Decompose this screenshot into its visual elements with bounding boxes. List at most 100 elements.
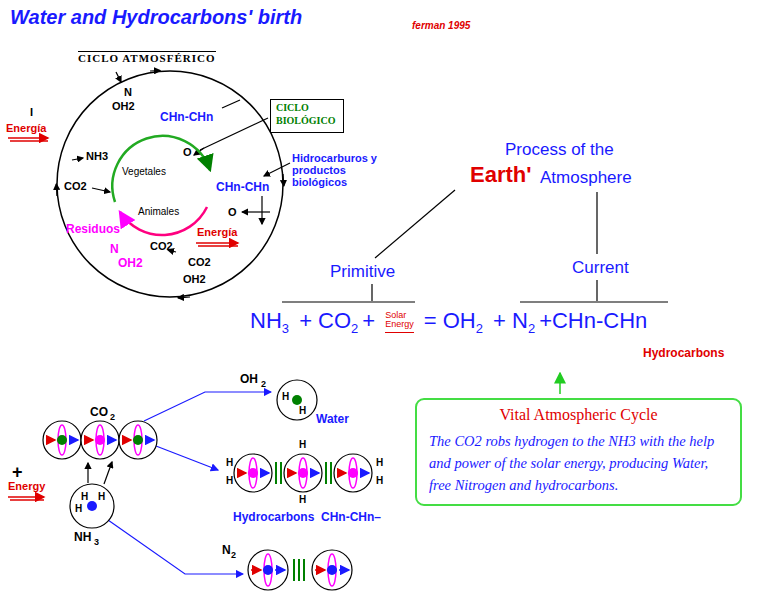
- label: ferman 1995: [412, 20, 470, 31]
- atom-circle: [119, 421, 157, 459]
- label: NH: [74, 530, 91, 544]
- equation-term: + N: [487, 308, 528, 333]
- molecule-part: [145, 439, 154, 441]
- molecule-part: [84, 439, 93, 441]
- atom-circle: [234, 454, 272, 492]
- label: Atmosphere: [540, 168, 632, 188]
- label: I: [30, 106, 33, 118]
- nucleus-dot: [87, 501, 97, 511]
- atom-circle: [70, 484, 114, 528]
- molecule-part: [69, 439, 78, 441]
- equation-term: 2: [351, 321, 358, 336]
- label: 2: [110, 412, 115, 422]
- label: CO2: [150, 240, 173, 252]
- label: OH2: [183, 273, 206, 285]
- label: CHn-CHn: [160, 110, 213, 124]
- up-arrow: [559, 373, 561, 394]
- biological-arc: [112, 136, 210, 202]
- label: CO2: [64, 180, 87, 192]
- energy-arrows: [8, 138, 238, 500]
- equation-term: NH: [250, 308, 282, 333]
- label: H: [299, 494, 306, 505]
- label: H: [81, 491, 88, 502]
- bracket-lines: [282, 190, 668, 302]
- equation-term: + CO: [293, 308, 351, 333]
- bond-bar: [325, 462, 327, 484]
- label: CHn-CHn: [216, 180, 269, 194]
- equation-term: 2: [528, 321, 535, 336]
- molecule-part: [337, 472, 346, 474]
- molecule-figures: [43, 380, 372, 590]
- nucleus-dot: [263, 565, 273, 575]
- equation-term: +: [362, 308, 375, 333]
- molecule-part: [328, 554, 336, 586]
- molecule-part: [349, 458, 357, 488]
- energy-label: Energy: [385, 320, 414, 329]
- nucleus-dot: [57, 435, 67, 445]
- label: Hydrocarbons CHn-CHn–: [233, 510, 381, 524]
- label: H: [226, 457, 233, 468]
- molecule-part: [237, 472, 246, 474]
- cycle-label-box: CICLO BIOLÓGICO: [270, 99, 344, 133]
- label: N: [124, 86, 132, 98]
- cycle-arrows: [56, 71, 290, 298]
- molecule-part: [107, 439, 116, 441]
- label: N: [110, 242, 119, 256]
- label: CO: [90, 405, 108, 419]
- molecule-part: [360, 472, 369, 474]
- label: Process of the: [505, 140, 614, 160]
- label: Residuos: [66, 222, 120, 236]
- reaction-lines: [108, 392, 271, 574]
- molecule-part: [315, 569, 325, 571]
- nucleus-dot: [248, 468, 258, 478]
- label: N: [222, 543, 231, 557]
- nucleus-dot: [95, 435, 105, 445]
- label: NH3: [86, 150, 108, 162]
- bond-bar: [280, 462, 282, 484]
- node-body: The CO2 robs hydrogen to the NH3 with th…: [429, 430, 728, 496]
- nucleus-dot: [348, 468, 358, 478]
- atom-circle: [277, 380, 317, 420]
- energy-label: Solar: [385, 311, 414, 320]
- molecule-part: [287, 472, 296, 474]
- label: CO2: [188, 256, 211, 268]
- label: H: [299, 405, 306, 416]
- molecule-part: [96, 425, 104, 455]
- bond-bar: [303, 559, 305, 581]
- circle-outline: [57, 71, 283, 297]
- label: 2: [261, 379, 266, 389]
- bond-bar: [275, 462, 277, 484]
- atom-circle: [312, 550, 352, 590]
- label: Energía: [6, 122, 46, 134]
- label: H: [226, 475, 233, 486]
- label: H: [75, 503, 82, 514]
- node-heading: CICLO BIOLÓGICO: [276, 102, 338, 127]
- atom-circle: [248, 550, 288, 590]
- label: Current: [572, 258, 629, 278]
- label: Energy: [8, 480, 45, 492]
- diagram-title: Water and Hydrocarbons' birth: [10, 6, 302, 29]
- molecule-part: [260, 472, 269, 474]
- molecule-part: [46, 439, 55, 441]
- label: Water: [316, 412, 349, 426]
- label: OH2: [112, 100, 135, 112]
- label: 3: [94, 537, 99, 547]
- nucleus-dot: [298, 468, 308, 478]
- label: H: [376, 475, 383, 486]
- label: H: [98, 491, 105, 502]
- label: Vegetales: [122, 166, 166, 177]
- label: H: [299, 439, 306, 450]
- molecule-part: [134, 425, 142, 455]
- biological-arc: [120, 207, 207, 235]
- molecule-part: [122, 439, 131, 441]
- label: Energía: [197, 226, 237, 238]
- label: H: [282, 391, 289, 402]
- label: OH: [240, 372, 258, 386]
- label: +: [12, 462, 23, 483]
- label: H: [376, 457, 383, 468]
- atom-circle: [43, 421, 81, 459]
- bond-bar: [293, 559, 295, 581]
- nucleus-dot: [292, 395, 302, 405]
- nucleus-dot: [133, 435, 143, 445]
